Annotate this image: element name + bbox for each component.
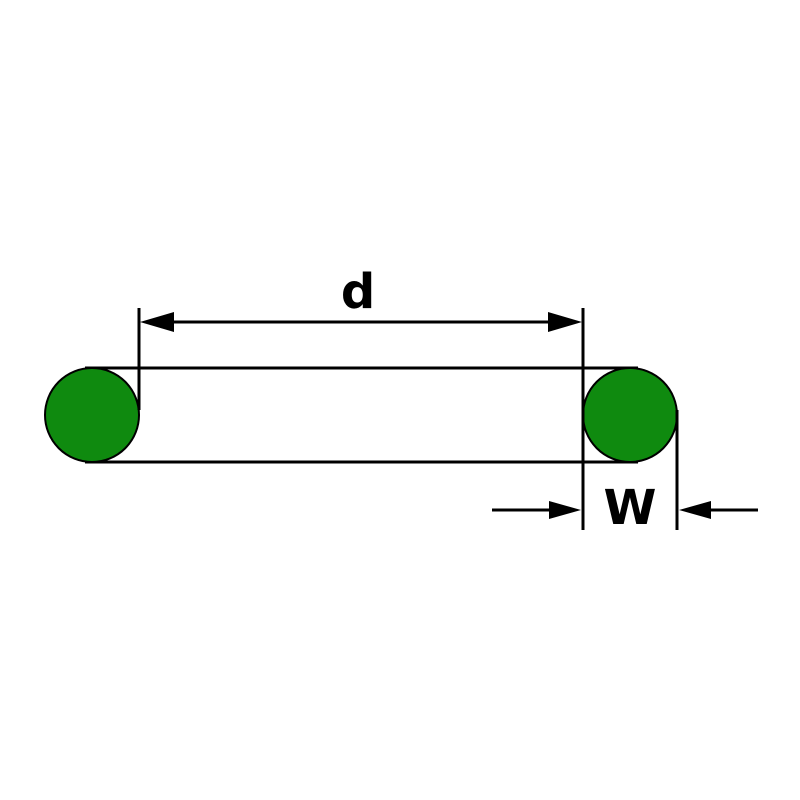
inner-diameter-label: d (341, 264, 375, 320)
cross-section-arrowhead-left-icon (549, 501, 581, 519)
inner-diameter-arrowhead-left-icon (140, 312, 174, 332)
cross-section-arrowhead-right-icon (679, 501, 711, 519)
cross-section-width-label: W (604, 480, 657, 536)
inner-diameter-arrowhead-right-icon (548, 312, 582, 332)
oring-right-cross-section (582, 367, 678, 463)
oring-left-cross-section (44, 367, 140, 463)
